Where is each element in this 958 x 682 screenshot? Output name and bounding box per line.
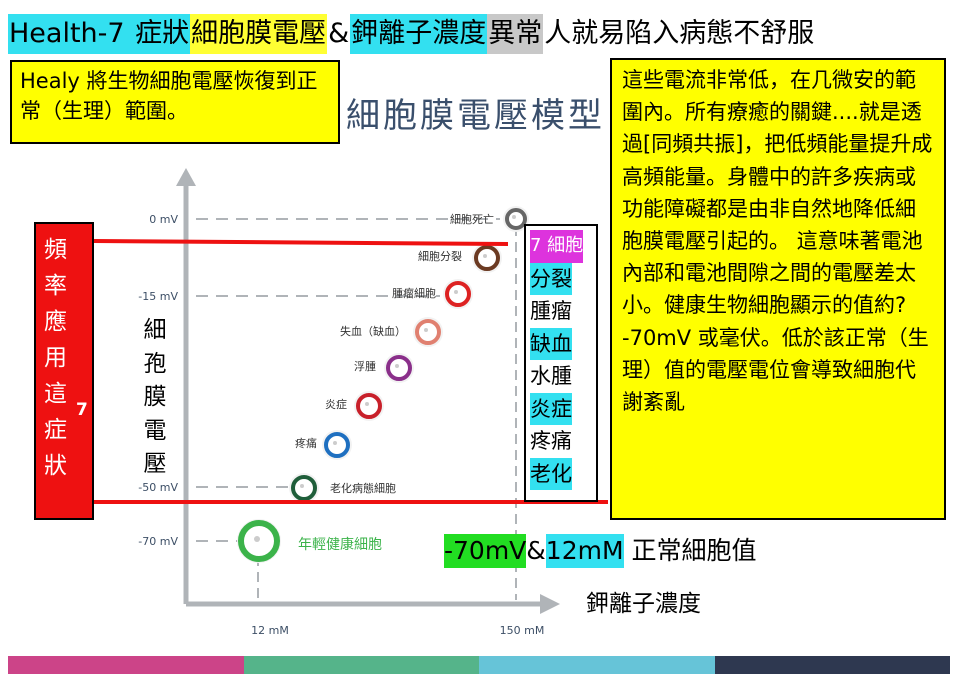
title-segment: 異常 <box>487 14 544 54</box>
title-segment: & <box>328 18 350 49</box>
page-title: Health-7 症狀細胞膜電壓&鉀離子濃度異常人就易陷入病態不舒服 <box>8 14 815 54</box>
footer-segment <box>8 656 244 674</box>
cell-circle <box>324 432 350 458</box>
normal-cell-value: -70mV&12mM 正常細胞值 <box>444 534 756 568</box>
diagram-labels: 0 mV -15 mV -50 mV -70 mV 12 mM 150 mM 年輕健康細胞 老… <box>138 212 544 637</box>
x-axis-title: 鉀離子濃度 <box>586 591 701 617</box>
y-tick-label: -50 mV <box>138 481 178 494</box>
title-segment: 鉀離子濃度 <box>350 14 488 54</box>
normal-mm: 12mM <box>545 534 624 568</box>
normal-amp: & <box>526 536 546 565</box>
diagram-cells <box>237 206 529 563</box>
cell-nucleus <box>395 364 399 368</box>
cell-label: 年輕健康細胞 <box>298 536 382 553</box>
symptom-item: 缺血 <box>530 327 572 360</box>
y-tick-label: 0 mV <box>149 213 178 226</box>
footer-segment <box>714 656 950 674</box>
symptom-item: 腫瘤 <box>530 299 572 323</box>
cell-nucleus <box>512 215 516 219</box>
cell-label: 細胞死亡 <box>450 212 494 226</box>
cell-circle <box>356 393 382 419</box>
footer-segment <box>243 656 479 674</box>
diagram-axes <box>176 168 560 614</box>
cell-circle <box>291 475 317 501</box>
frequency-number: 7 <box>76 400 88 420</box>
symptom-item: 水腫 <box>530 364 572 388</box>
symptom-item: 分裂 <box>530 262 572 295</box>
symptom-item: 7 細胞 <box>530 230 584 263</box>
cell-circle <box>474 245 500 271</box>
cell-nucleus <box>300 484 304 488</box>
y-tick-label: -15 mV <box>138 290 178 303</box>
normal-label: 正常細胞值 <box>623 536 757 565</box>
healy-note-box: Healy 將生物細胞電壓恢復到正常（生理）範圍。 <box>10 60 340 144</box>
title-segment: 細胞膜電壓 <box>190 14 328 54</box>
cell-circle <box>415 319 441 345</box>
cell-circle <box>505 208 527 230</box>
cell-circle <box>445 281 471 307</box>
y-tick-label: -70 mV <box>138 535 178 548</box>
footer-color-bar <box>8 656 950 674</box>
cell-label: 浮腫 <box>354 359 376 373</box>
cell-label: 疼痛 <box>295 436 317 450</box>
symptom-list: 7 細胞分裂腫瘤缺血水腫炎症疼痛老化 <box>524 224 598 502</box>
title-segment: Health-7 <box>8 14 135 54</box>
cell-nucleus <box>483 254 487 258</box>
frequency-label: 頻率應用這症狀 <box>44 237 67 479</box>
cell-nucleus <box>333 441 337 445</box>
symptom-item: 炎症 <box>530 392 572 425</box>
symptom-item: 疼痛 <box>530 429 572 453</box>
info-text-box: 這些電流非常低，在几微安的範圍內。所有療癒的關鍵....就是透過[同頻共振]，把… <box>610 58 946 520</box>
x-tick-label: 150 mM <box>500 624 545 637</box>
title-segment: 症狀 <box>134 14 191 54</box>
x-axis-arrow <box>540 594 560 614</box>
cell-label: 腫瘤細胞 <box>392 286 436 300</box>
y-axis-arrow <box>176 168 196 186</box>
cell-circle <box>386 355 412 381</box>
cell-label: 炎症 <box>325 397 347 411</box>
red-line-top <box>93 239 509 246</box>
cell-nucleus <box>454 290 458 294</box>
cell-nucleus <box>424 328 428 332</box>
cell-label: 細胞分裂 <box>418 250 462 263</box>
cell-nucleus <box>365 402 369 406</box>
footer-segment <box>479 656 715 674</box>
cell-label: 老化病態細胞 <box>330 481 396 495</box>
symptom-item: 老化 <box>530 457 572 490</box>
frequency-box: 頻率應用這症狀 7 <box>34 222 94 520</box>
cell-label: 失血（缺血） <box>340 324 406 338</box>
title-segment: 人就易陷入病態不舒服 <box>544 18 815 49</box>
model-title: 細胞膜電壓模型 <box>346 96 605 136</box>
x-tick-label: 12 mM <box>251 624 289 637</box>
normal-mv: -70mV <box>444 534 527 568</box>
membrane-voltage-label: 細孢膜電壓 <box>143 317 167 477</box>
cell-nucleus <box>254 536 260 542</box>
